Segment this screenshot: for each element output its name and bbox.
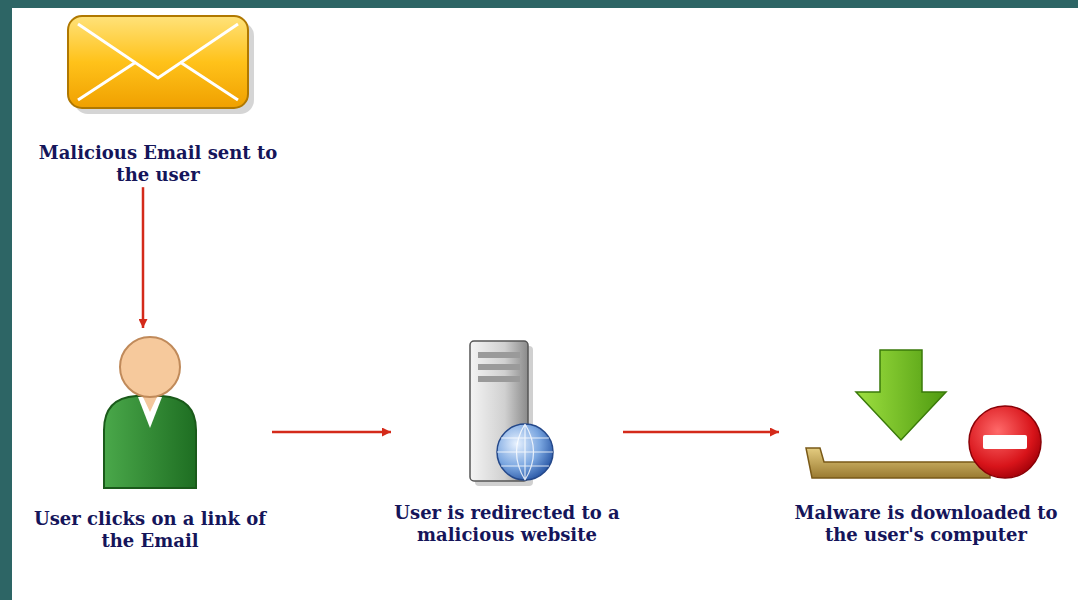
flow-arrow [623, 431, 779, 434]
step-node: User is redirected to a malicious websit… [393, 336, 621, 545]
step-caption: Malware is downloaded to the user's comp… [781, 502, 1071, 545]
flow-arrow [142, 187, 145, 328]
step-node: Malicious Email sent to the user [38, 12, 278, 185]
step-caption: Malicious Email sent to the user [38, 142, 278, 185]
envelope-icon [68, 16, 254, 114]
step-caption: User is redirected to a malicious websit… [393, 502, 621, 545]
server-icon [470, 341, 553, 486]
step-node: User clicks on a link of the Email [30, 330, 270, 551]
flow-arrow [272, 431, 391, 434]
white-panel [12, 8, 1078, 600]
user-icon [104, 337, 196, 488]
step-node: Malware is downloaded to the user's comp… [781, 346, 1071, 545]
download-icon [806, 350, 1041, 478]
step-caption: User clicks on a link of the Email [30, 508, 270, 551]
